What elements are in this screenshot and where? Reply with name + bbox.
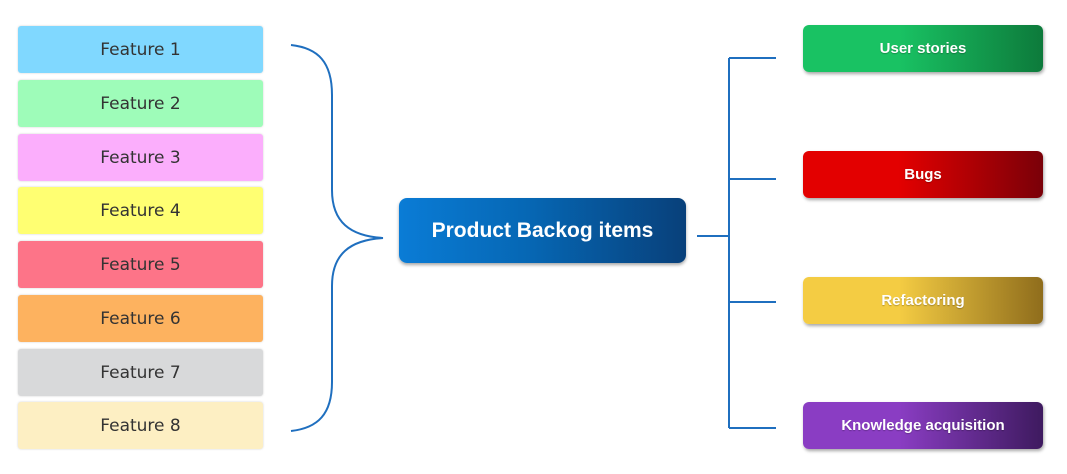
category-label: Bugs bbox=[904, 166, 942, 183]
feature-label: Feature 1 bbox=[100, 39, 181, 60]
feature-2-box: Feature 2 bbox=[18, 80, 263, 127]
category-label: Refactoring bbox=[881, 292, 965, 309]
feature-6-box: Feature 6 bbox=[18, 295, 263, 342]
curly-brace bbox=[290, 44, 384, 432]
category-user-stories: User stories bbox=[803, 25, 1043, 72]
category-knowledge-acquisition: Knowledge acquisition bbox=[803, 402, 1043, 449]
feature-label: Feature 4 bbox=[100, 200, 181, 221]
feature-label: Feature 7 bbox=[100, 362, 181, 383]
feature-4-box: Feature 4 bbox=[18, 187, 263, 234]
feature-label: Feature 8 bbox=[100, 415, 181, 436]
feature-label: Feature 6 bbox=[100, 308, 181, 329]
feature-label: Feature 2 bbox=[100, 93, 181, 114]
product-backlog-label: Product Backog items bbox=[431, 218, 654, 242]
feature-label: Feature 5 bbox=[100, 254, 181, 275]
feature-8-box: Feature 8 bbox=[18, 402, 263, 449]
category-bugs: Bugs bbox=[803, 151, 1043, 198]
feature-7-box: Feature 7 bbox=[18, 349, 263, 396]
feature-3-box: Feature 3 bbox=[18, 134, 263, 181]
category-refactoring: Refactoring bbox=[803, 277, 1043, 324]
feature-label: Feature 3 bbox=[100, 147, 181, 168]
category-label: User stories bbox=[879, 40, 967, 57]
feature-1-box: Feature 1 bbox=[18, 26, 263, 73]
feature-5-box: Feature 5 bbox=[18, 241, 263, 288]
category-label: Knowledge acquisition bbox=[841, 417, 1005, 434]
product-backlog-node: Product Backog items bbox=[399, 198, 686, 263]
